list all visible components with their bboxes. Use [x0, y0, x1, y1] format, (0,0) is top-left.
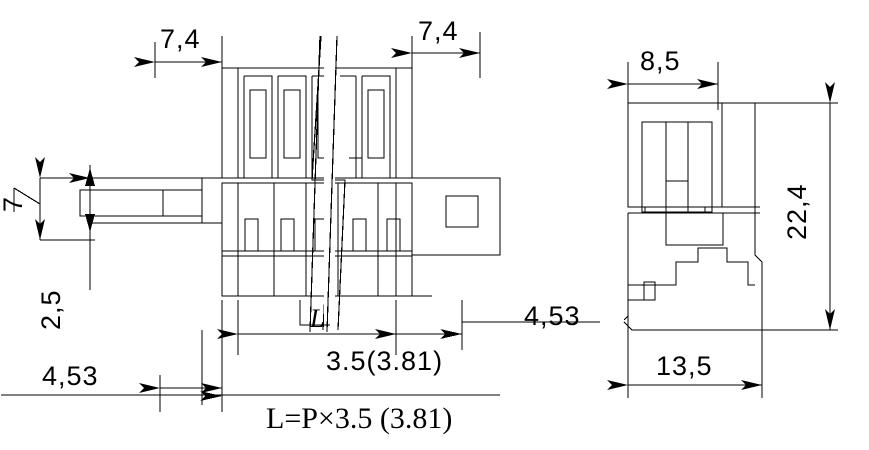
dim-front-top-right — [391, 32, 481, 78]
front-view — [79, 35, 501, 333]
side-view — [623, 102, 763, 335]
side-pin-block — [641, 121, 713, 213]
dim-label-front-length-symbol: L — [309, 304, 324, 333]
dim-label-side-height: 22,4 — [782, 183, 812, 240]
front-housing-lower — [221, 182, 413, 297]
dim-label-front-top-left: 7,4 — [160, 24, 201, 54]
dim-side-bottom-width — [607, 330, 763, 398]
side-housing-upper — [627, 102, 760, 208]
dim-label-front-length-formula: L=P×3.5 (3.81) — [266, 402, 452, 435]
dim-label-front-bottom-left: 4,53 — [42, 361, 99, 391]
front-left-flange — [79, 177, 222, 224]
dim-front-top-left — [134, 36, 223, 78]
dim-label-front-top-right: 7,4 — [418, 16, 459, 46]
front-terminal-contacts — [244, 218, 401, 252]
dim-label-side-bottom-width: 13,5 — [656, 351, 713, 381]
dim-side-top-width — [607, 62, 719, 110]
front-break-line-b — [309, 35, 338, 333]
front-right-flange — [412, 177, 501, 297]
dim-side-height — [722, 82, 838, 331]
dim-label-front-left-height: 7 — [0, 196, 28, 212]
dim-label-front-pitch: 3.5(3.81) — [326, 346, 443, 376]
side-body-lower — [623, 103, 763, 335]
dim-label-front-bottom-right: 4,53 — [524, 301, 581, 331]
dim-front-left-offset — [85, 165, 95, 290]
dim-label-side-top-width: 8,5 — [640, 46, 681, 76]
dim-label-front-left-offset: 2,5 — [36, 289, 66, 330]
dim-front-length-leader — [299, 300, 330, 326]
dim-front-pitch — [217, 300, 397, 355]
dim-front-bottom-right — [396, 300, 600, 350]
